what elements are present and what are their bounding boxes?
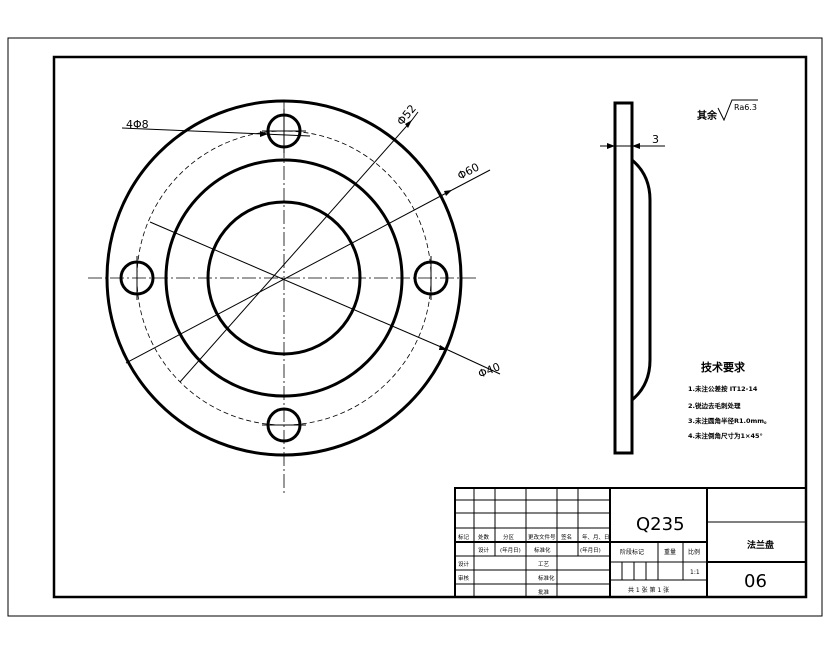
side-plate bbox=[613, 101, 634, 455]
side-view: 3 bbox=[600, 101, 665, 455]
tb-rev-h5: 年、月、日 bbox=[582, 533, 610, 541]
tb-rev-h4: 签名 bbox=[561, 533, 572, 541]
tb-scale-value: 1:1 bbox=[690, 569, 700, 576]
tech-req-item-4: 4.未注倒角尺寸为1×45° bbox=[688, 431, 763, 440]
tb-row-b-1: 标准化 bbox=[538, 574, 555, 582]
tb-quantity-label: 重量 bbox=[664, 548, 676, 556]
outer-frame bbox=[7, 37, 823, 617]
tb-role-1: 审核 bbox=[458, 574, 470, 582]
tb-sign-5: (年月日) bbox=[580, 546, 601, 554]
tech-req-title: 技术要求 bbox=[701, 360, 746, 374]
dim-line-phi60 bbox=[125, 189, 453, 364]
tb-rev-h3: 更改文件号 bbox=[528, 533, 556, 541]
tech-req-item-3: 3.未注圆角半径R1.0mm。 bbox=[688, 416, 771, 425]
middle-circle bbox=[164, 158, 404, 398]
tb-scale-label: 比例 bbox=[688, 548, 700, 556]
tb-sign-5b: (年月日) bbox=[500, 546, 521, 554]
surface-finish-prefix: 其余 bbox=[697, 109, 718, 122]
dim-line-phi40 bbox=[149, 221, 449, 351]
tb-sign-2: 标准化 bbox=[534, 546, 551, 554]
dim-line-4phi8 bbox=[121, 127, 311, 137]
tb-sign-0: 设计 bbox=[478, 546, 490, 554]
dim-text-phi40: Φ40 bbox=[476, 360, 502, 381]
tb-drawing-number: 06 bbox=[744, 571, 767, 592]
tech-req-item-1: 1.未注公差按 IT12-14 bbox=[688, 384, 758, 393]
dim-text-4phi8: 4Φ8 bbox=[126, 118, 149, 131]
tb-stage-label: 阶段标记 bbox=[620, 548, 644, 556]
tb-role-3: 批准 bbox=[538, 588, 550, 596]
tb-role-0: 设计 bbox=[458, 560, 470, 568]
side-boss bbox=[631, 158, 652, 402]
technical-requirements: 技术要求 1.未注公差按 IT12-14 2.锐边去毛刺处理 3.未注圆角半径R… bbox=[688, 360, 771, 440]
dim-line-phi52 bbox=[179, 119, 413, 383]
tb-rev-h1: 处数 bbox=[478, 533, 490, 541]
front-view: 4Φ8 Φ52 Φ60 Φ40 bbox=[88, 99, 502, 494]
tb-role-2: 工艺 bbox=[538, 561, 550, 568]
inner-circle bbox=[206, 200, 362, 356]
dim-text-thickness: 3 bbox=[652, 133, 659, 146]
surface-finish-symbol: 其余 Ra6.3 bbox=[697, 99, 758, 122]
tech-req-item-2: 2.锐边去毛刺处理 bbox=[688, 401, 741, 410]
tb-part-name: 法兰盘 bbox=[747, 539, 774, 551]
surface-finish-value: Ra6.3 bbox=[734, 103, 757, 112]
outer-circle bbox=[105, 99, 463, 457]
inner-frame bbox=[52, 55, 808, 599]
tb-rev-h0: 标记 bbox=[458, 533, 470, 541]
tb-rev-h2: 分区 bbox=[503, 533, 515, 541]
title-block: Q235 法兰盘 06 阶段标记 重量 比例 1:1 共 1 张 第 1 张 标… bbox=[454, 487, 807, 598]
dim-text-phi60: Φ60 bbox=[455, 161, 481, 183]
tb-material: Q235 bbox=[636, 514, 685, 535]
tb-sheet-text: 共 1 张 第 1 张 bbox=[628, 586, 669, 594]
